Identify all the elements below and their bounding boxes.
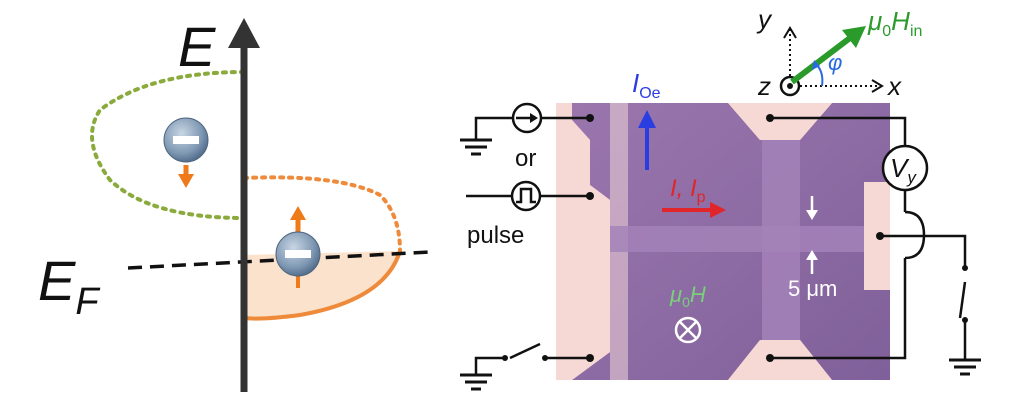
current-source-icon [511,102,543,134]
bottom-pad [728,340,832,380]
voltmeter-icon: Vy [881,144,929,192]
axis-x-label: x [886,71,902,101]
electron-spin-down-icon [163,117,209,188]
label-ioe: IOe [632,68,661,102]
in-plane-field-label: μ0Hin [867,6,922,40]
hall-bar-horizontal [610,226,864,252]
fermi-level-line [127,250,431,270]
label-mu0-h: μ0H [669,282,706,310]
contact-dots [502,114,968,362]
fermi-level-label: EF [38,249,100,323]
left-electrode [556,103,610,380]
oersted-current-arrow [638,110,656,170]
label-current: I, Ip [670,175,706,206]
energy-axis-arrowhead [228,18,260,48]
coordinate-system [779,26,884,97]
electron-spin-up-icon [275,206,321,288]
hall-bar-vertical [762,140,800,340]
scale-indicator [806,196,818,274]
spin-down-band-dotted [90,70,246,220]
circuit-wires [466,116,967,375]
ground-icon [949,358,981,376]
current-arrow [662,202,726,218]
voltmeter-label: Vy [890,153,917,187]
device-schematic: or pulse Vy IOe I, Ip [460,4,981,391]
spin-up-band-solid [243,250,402,321]
angle-phi-label: φ [828,50,842,75]
label-scale: 5 μm [788,276,837,301]
field-into-page-icon [674,316,702,344]
label-or: or [515,145,536,172]
density-of-states-diagram: E EF [38,15,431,392]
axis-y-label: y [756,4,773,34]
pulse-source-icon [510,180,542,212]
top-pad [728,103,832,140]
spin-up-band-dotted [242,175,402,253]
ground-icon [460,373,492,391]
energy-axis-label: E [178,15,216,78]
label-pulse: pulse [467,222,524,249]
axis-z-label: z [757,71,771,101]
ground-icon [460,138,492,156]
